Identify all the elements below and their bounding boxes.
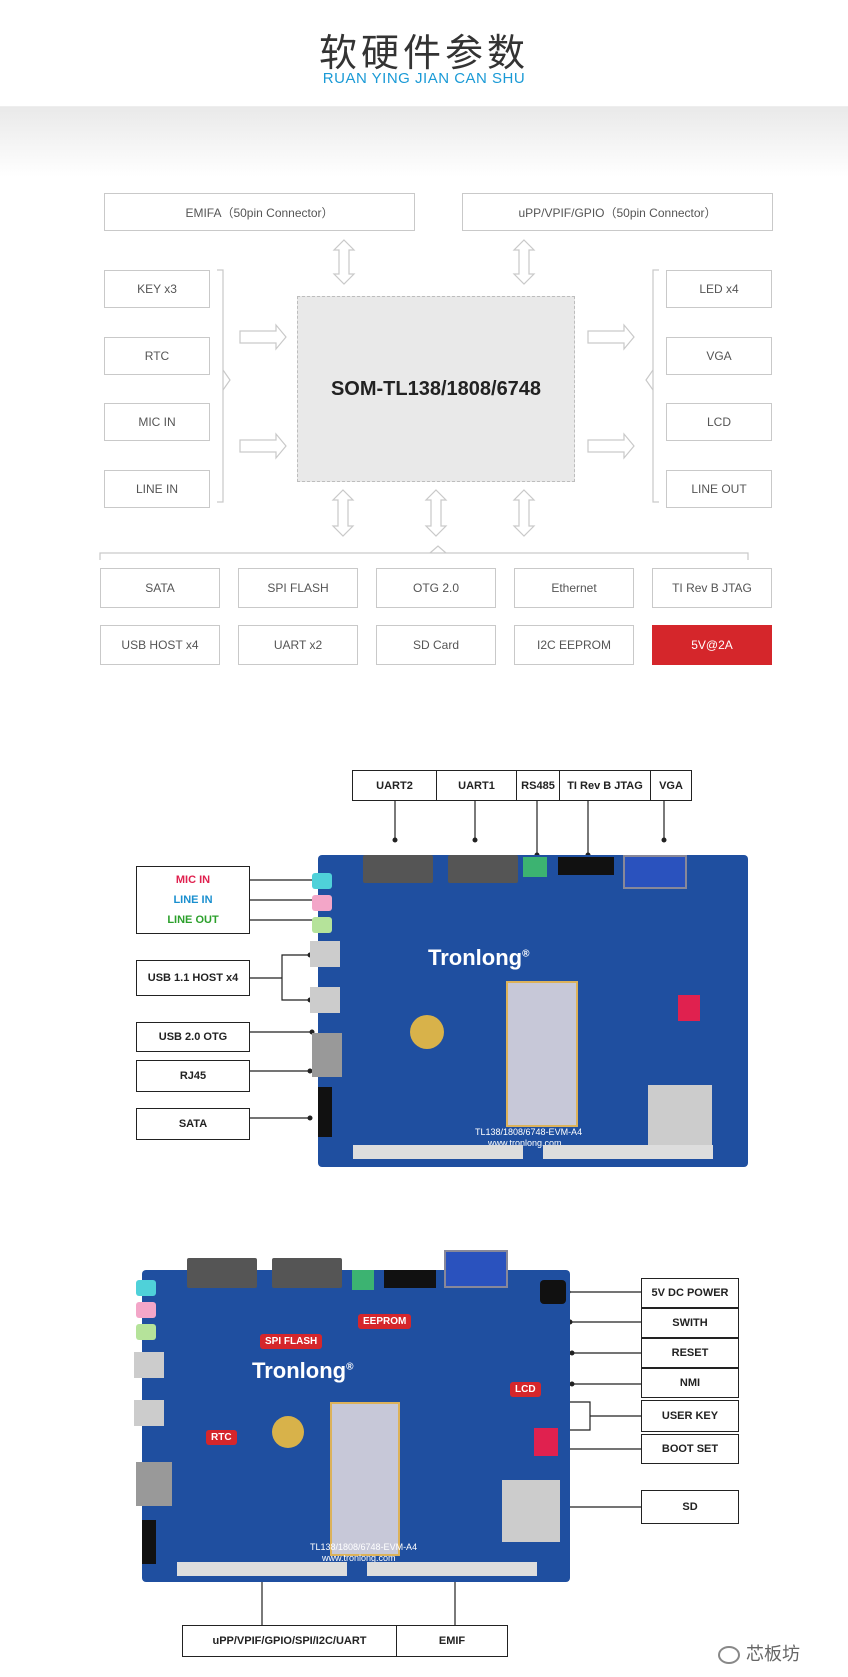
wechat-icon	[718, 1646, 740, 1664]
boot-switch	[678, 995, 700, 1021]
rs485-connector	[523, 857, 547, 877]
emif-header	[367, 1562, 537, 1576]
jtag-label: TI Rev B JTAG	[559, 770, 651, 801]
key-box: KEY x3	[104, 270, 210, 308]
uart1-connector	[448, 855, 518, 883]
upp-header	[353, 1145, 523, 1159]
rj45-label: RJ45	[136, 1060, 250, 1092]
brand-logo: Tronlong®	[428, 945, 530, 970]
led-box: LED x4	[666, 270, 772, 308]
rtc-battery	[410, 1015, 444, 1049]
uart2-connector	[363, 855, 433, 883]
line-out-box: LINE OUT	[666, 470, 772, 508]
reset-label: RESET	[641, 1338, 739, 1368]
rs485-label: RS485	[516, 770, 560, 801]
spi-flash-box: SPI FLASH	[238, 568, 358, 608]
usb-port-1	[134, 1352, 164, 1378]
dc-power-label: 5V DC POWER	[641, 1278, 739, 1308]
sd-slot	[502, 1480, 560, 1542]
section-subtitle: RUAN YING JIAN CAN SHU	[322, 70, 526, 87]
vga-connector	[444, 1250, 508, 1288]
user-key-label: USER KEY	[641, 1400, 739, 1432]
eeprom-tag: EEPROM	[358, 1314, 412, 1329]
vga-box: VGA	[666, 337, 772, 375]
mic-jack	[136, 1280, 156, 1296]
som-core-box: SOM-TL138/1808/6748	[297, 296, 575, 482]
block-diagram-connectors	[99, 239, 749, 560]
usb-host-label: USB 1.1 HOST x4	[136, 960, 250, 996]
sd-label: SD	[641, 1490, 739, 1524]
line-in-jack	[312, 895, 332, 911]
usb-port-1	[310, 941, 340, 967]
upp-connector-box: uPP/VPIF/GPIO（50pin Connector）	[462, 193, 773, 231]
vga-label: VGA	[650, 770, 692, 801]
upp-bottom-label: uPP/VPIF/GPIO/SPI/I2C/UART	[182, 1625, 397, 1657]
jtag-box: TI Rev B JTAG	[652, 568, 772, 608]
usb-port-2	[134, 1400, 164, 1426]
evm-board-top: Tronlong® TL138/1808/6748-EVM-A4 www.tro…	[310, 855, 748, 1167]
lcd-tag: LCD	[510, 1382, 541, 1397]
uart1-label: UART1	[436, 770, 517, 801]
uart-box: UART x2	[238, 625, 358, 665]
board-url: www.tronlong.com	[488, 1138, 562, 1148]
boot-set-label: BOOT SET	[641, 1434, 739, 1464]
emif-bottom-label: EMIF	[396, 1625, 508, 1657]
som-module	[506, 981, 578, 1127]
evm-board-bottom: Tronlong® SPI FLASH EEPROM LCD RTC TL138…	[134, 1250, 570, 1582]
emif-header	[543, 1145, 713, 1159]
rj45-port	[136, 1462, 172, 1506]
usb-host-box: USB HOST x4	[100, 625, 220, 665]
jtag-connector	[558, 857, 614, 875]
otg-box: OTG 2.0	[376, 568, 496, 608]
spi-flash-tag: SPI FLASH	[260, 1334, 323, 1349]
boot-switch	[534, 1428, 558, 1456]
rtc-box: RTC	[104, 337, 210, 375]
brand-logo: Tronlong®	[252, 1358, 354, 1383]
header-shadow	[0, 106, 848, 177]
uart2-label: UART2	[352, 770, 437, 801]
som-module	[330, 1402, 400, 1556]
sd-card-box: SD Card	[376, 625, 496, 665]
nmi-label: NMI	[641, 1368, 739, 1398]
mic-in-box: MIC IN	[104, 403, 210, 441]
board-model: TL138/1808/6748-EVM-A4	[475, 1127, 583, 1137]
rj45-port	[312, 1033, 342, 1077]
sata-port	[318, 1087, 332, 1137]
rtc-tag: RTC	[206, 1430, 237, 1445]
dc-power-jack	[540, 1280, 566, 1304]
line-in-label: LINE IN	[173, 894, 213, 906]
rs485-connector	[352, 1270, 374, 1290]
usb-otg-label: USB 2.0 OTG	[136, 1022, 250, 1052]
rtc-battery	[272, 1416, 304, 1448]
sata-port	[142, 1520, 156, 1564]
mic-jack	[312, 873, 332, 889]
vga-connector	[623, 855, 687, 889]
upp-header	[177, 1562, 347, 1576]
audio-label-group: MIC IN LINE IN LINE OUT	[136, 866, 250, 934]
line-out-label: LINE OUT	[167, 914, 219, 926]
switch-label: SWITH	[641, 1308, 739, 1338]
watermark-text: 芯板坊	[746, 1644, 800, 1665]
sata-label: SATA	[136, 1108, 250, 1140]
line-in-box: LINE IN	[104, 470, 210, 508]
mic-in-label: MIC IN	[175, 874, 211, 886]
board-url: www.tronlong.com	[322, 1553, 396, 1563]
jtag-connector	[384, 1270, 436, 1288]
watermark: 芯板坊	[718, 1640, 800, 1666]
board-model: TL138/1808/6748-EVM-A4	[310, 1542, 418, 1552]
emifa-connector-box: EMIFA（50pin Connector）	[104, 193, 415, 231]
usb-port-2	[310, 987, 340, 1013]
section-title: 软硬件参数	[318, 31, 529, 75]
line-out-jack	[312, 917, 332, 933]
sd-slot	[648, 1085, 712, 1145]
eeprom-box: I2C EEPROM	[514, 625, 634, 665]
sata-box: SATA	[100, 568, 220, 608]
uart1-connector	[272, 1258, 342, 1288]
line-out-jack	[136, 1324, 156, 1340]
line-in-jack	[136, 1302, 156, 1318]
lcd-box: LCD	[666, 403, 772, 441]
ethernet-box: Ethernet	[514, 568, 634, 608]
power-box: 5V@2A	[652, 625, 772, 665]
uart2-connector	[187, 1258, 257, 1288]
